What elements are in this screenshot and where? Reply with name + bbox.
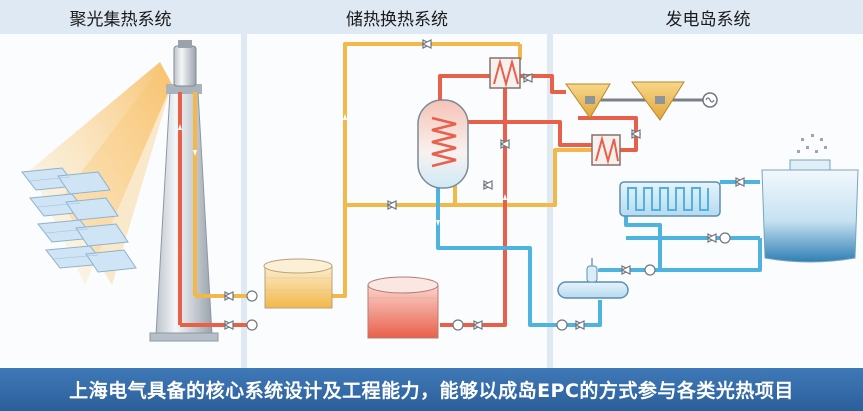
footer-banner: 上海电气具备的核心系统设计及工程能力，能够以成岛EPC的方式参与各类光热项目 (0, 368, 863, 411)
superheater (489, 57, 521, 89)
heliostat-mirror-7 (75, 223, 129, 247)
valve-icon (386, 200, 397, 210)
valve-icon (734, 177, 745, 187)
valves (223, 39, 746, 330)
heliostat-grid-lines (29, 176, 99, 260)
steam-plume (797, 134, 827, 153)
pumps (246, 232, 731, 331)
heliostat-mirror-6 (65, 197, 119, 221)
footer-text: 上海电气具备的核心系统设计及工程能力，能够以成岛EPC的方式参与各类光热项目 (69, 380, 794, 402)
valve-icon (620, 265, 631, 275)
cold-salt-pipes (195, 42, 598, 298)
water-pipes (436, 180, 762, 327)
valve-icon (706, 233, 717, 243)
heating-coil (431, 116, 457, 168)
receiver-cap (178, 40, 192, 48)
section-title-storage: 储热换热系统 (346, 9, 448, 30)
receiver (173, 45, 197, 87)
pump-icon (644, 264, 656, 276)
heliostat-mirror-8 (85, 249, 137, 273)
heliostat-mirror-5 (57, 171, 111, 195)
valve-icon (223, 291, 234, 301)
hot-salt-tank (367, 276, 439, 339)
valve-icon (630, 129, 641, 139)
flow-arrow-icon (193, 150, 197, 156)
pump-icon (246, 290, 258, 302)
section-title-solar-field: 聚光集热系统 (69, 9, 172, 30)
valve-icon (472, 320, 483, 330)
pump-icon (556, 319, 568, 331)
flow-arrow-icon (178, 124, 182, 130)
receiver-neck (166, 84, 202, 94)
valve-icon (421, 39, 432, 49)
deaerator (557, 258, 629, 299)
pump-icon (452, 319, 464, 331)
section-title-power-block: 发电岛系统 (665, 9, 751, 30)
section-header-storage: 储热换热系统 (247, 0, 547, 34)
flow-arrow-icon (343, 114, 347, 120)
tower-base (149, 332, 219, 342)
cold-salt-tank (263, 258, 333, 309)
pump-icon (246, 319, 258, 331)
valve-icon (223, 320, 234, 330)
section-divider-1 (241, 0, 247, 368)
heliostat-mirrors (21, 167, 137, 273)
steam-generator (417, 99, 469, 189)
valve-icon (499, 139, 510, 149)
condenser (619, 181, 721, 217)
solar-tower (149, 40, 219, 342)
flow-arrows (178, 114, 507, 226)
section-header-solar-field: 聚光集热系统 (0, 0, 241, 34)
heliostat-field (21, 62, 172, 285)
flow-arrow-icon (436, 220, 440, 226)
flow-arrow-icon (503, 194, 507, 200)
valve-icon (574, 320, 585, 330)
process-diagram (21, 39, 859, 342)
tower-shaft (155, 91, 213, 336)
section-divider-2 (547, 0, 553, 368)
steam-turbine (565, 81, 705, 121)
cooling-tower (761, 134, 859, 263)
valve-icon (522, 73, 533, 83)
reheater (591, 134, 621, 166)
valve-icon (482, 180, 493, 190)
generator-icon (702, 92, 718, 108)
section-header-power-block: 发电岛系统 (553, 0, 863, 34)
pump-icon (719, 232, 731, 244)
